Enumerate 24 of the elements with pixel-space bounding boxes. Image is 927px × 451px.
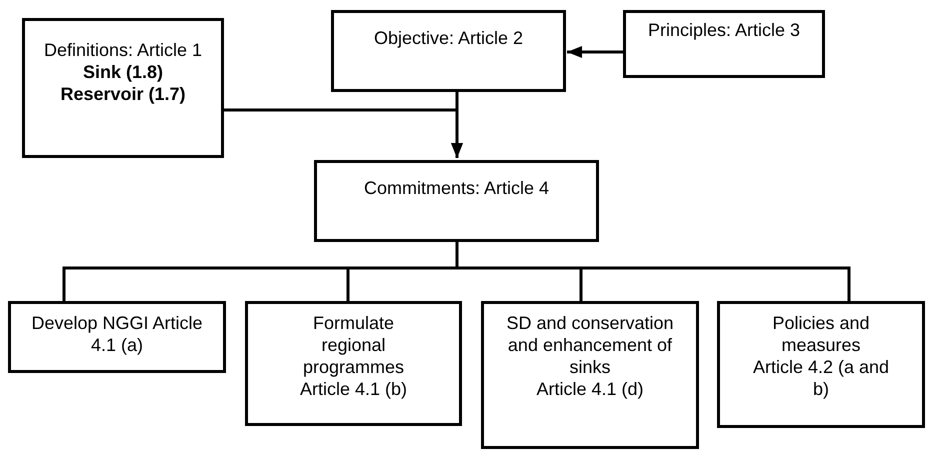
text-box [623, 10, 825, 78]
text-box [717, 301, 925, 428]
arrow [224, 108, 463, 158]
box-title: Definitions: Article 1 [44, 39, 202, 61]
text-box [481, 301, 699, 449]
text-box [314, 160, 599, 242]
box-text: Article 4.2 (a and b) [752, 356, 890, 400]
box-text: Article 4.1 (d) [536, 378, 644, 400]
connector-line [456, 242, 850, 301]
box-text: Article 4.1 (b) [300, 378, 408, 400]
box-title: Develop NGGI Article 4.1 (a) [30, 312, 204, 356]
arrow [567, 46, 623, 58]
box-title: SD and conservation and enhancement of sinks [506, 312, 674, 378]
box-title: Formulate regional programmes [302, 312, 406, 378]
text-box [8, 301, 226, 373]
text-box [331, 10, 566, 92]
box-text: Sink (1.8) [82, 61, 164, 83]
box-title: Principles: Article 3 [648, 19, 800, 41]
text-box [22, 18, 224, 158]
text-box [245, 301, 462, 426]
box-text: Reservoir (1.7) [60, 83, 186, 105]
box-title: Policies and measures [771, 312, 871, 356]
box-title: Commitments: Article 4 [364, 177, 550, 199]
box-title: Objective: Article 2 [374, 27, 524, 49]
